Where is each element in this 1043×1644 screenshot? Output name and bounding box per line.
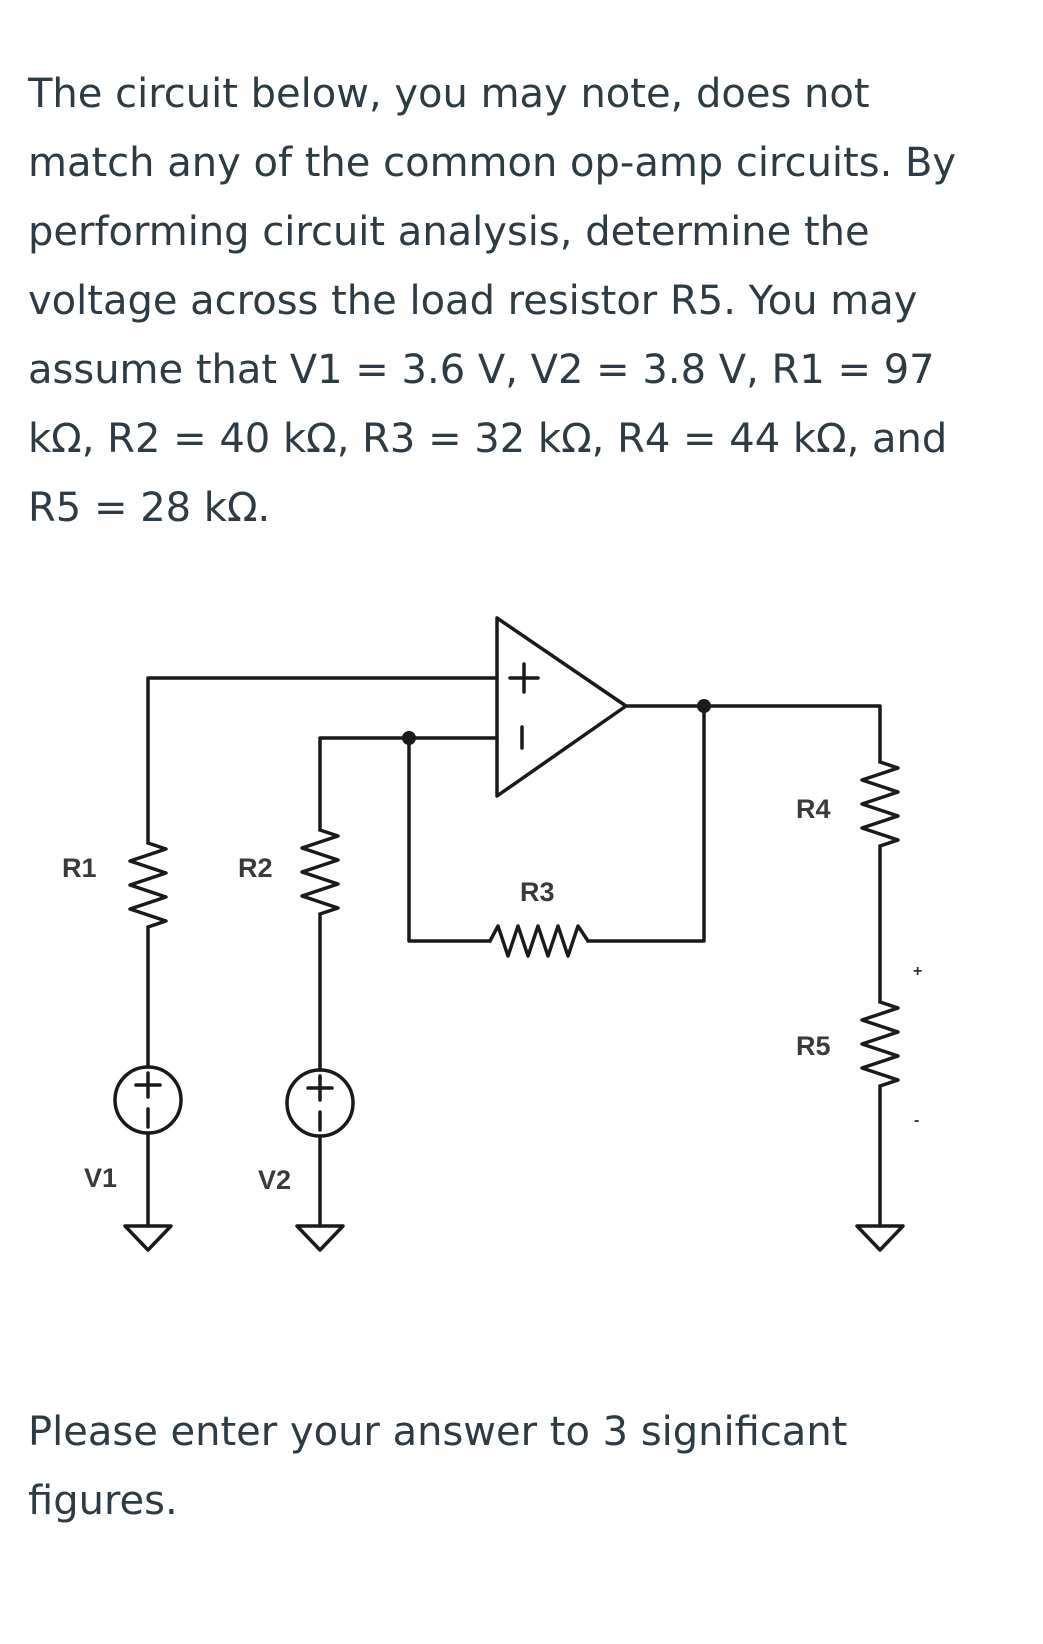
resistor-r1	[128, 841, 168, 929]
voltage-source-v2	[285, 1068, 355, 1138]
voltage-source-v1	[113, 1065, 183, 1135]
wire-r2-top	[318, 736, 499, 832]
junction-dot-inverting	[402, 731, 416, 745]
v1-plus-sign	[134, 1071, 162, 1099]
v2-plus-sign	[306, 1074, 334, 1102]
wire-output	[624, 704, 882, 764]
label-r5: R5	[796, 1031, 831, 1061]
resistor-r5	[860, 1000, 900, 1088]
wire-r1-top	[146, 676, 499, 845]
label-r5-plus: +	[913, 963, 922, 980]
label-r5-minus: -	[914, 1112, 919, 1129]
ground-icon-r5	[855, 1224, 905, 1252]
op-amp-triangle	[495, 616, 628, 798]
resistor-r2	[300, 828, 340, 916]
wire-feedback-right	[586, 704, 706, 943]
label-r2: R2	[238, 853, 273, 883]
resistor-r4	[860, 760, 900, 848]
label-v1: V1	[84, 1163, 117, 1193]
label-r1: R1	[62, 853, 97, 883]
label-v2: V2	[258, 1165, 291, 1195]
label-r3: R3	[520, 877, 555, 907]
label-r4: R4	[796, 794, 831, 824]
ground-icon-v2	[295, 1224, 345, 1252]
resistor-r3	[488, 924, 590, 958]
op-amp-plus-input	[508, 662, 540, 694]
wire-feedback-left	[407, 736, 492, 943]
question-text: The circuit below, you may note, does no…	[28, 71, 957, 531]
circuit-diagram: R1 R2 R3 R4 R5 V1 V2 + -	[62, 616, 922, 1252]
ground-icon-v1	[123, 1224, 173, 1252]
answer-instruction: Please enter your answer to 3 significan…	[28, 1409, 848, 1524]
junction-dot-output	[697, 699, 711, 713]
